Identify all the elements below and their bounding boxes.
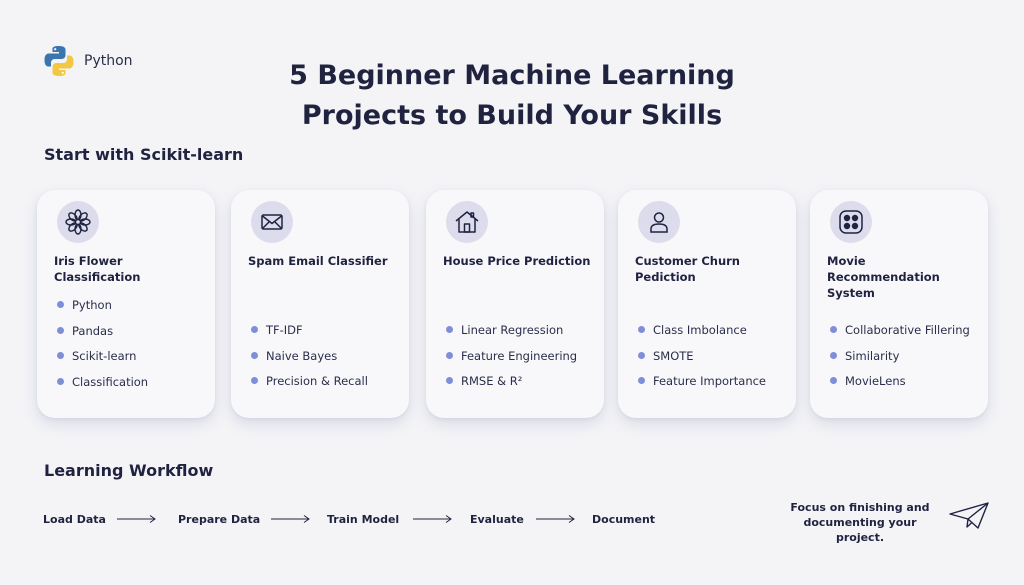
card-title: Iris Flower Classification — [54, 254, 141, 284]
arrow-right-icon — [413, 515, 452, 523]
workflow-step: Load Data — [43, 513, 106, 526]
list-item: SMOTE — [638, 348, 793, 374]
page-title: 5 Beginner Machine Learning Projects to … — [0, 56, 1024, 136]
house-icon — [455, 211, 479, 233]
card-tag-list: Class Imbolance SMOTE Feature Importance — [638, 322, 793, 399]
list-item: Scikit-learn — [57, 348, 212, 374]
card-title: House Price Prediction — [443, 254, 591, 268]
workflow-step: Train Model — [327, 513, 400, 526]
list-item: Feature Engineering — [446, 348, 601, 374]
card-spam: Spam Email Classifier TF-IDF Naive Bayes… — [231, 190, 409, 418]
workflow-step: Prepare Data — [178, 513, 261, 526]
card-churn: Customer Churn Pediction Class Imbolance… — [618, 190, 796, 418]
section-heading-workflow: Learning Workflow — [44, 461, 214, 480]
flower-icon — [65, 209, 91, 235]
card-tag-list: TF-IDF Naive Bayes Precision & Recall — [251, 322, 406, 399]
card-tag-list: Linear Regression Feature Engineering RM… — [446, 322, 601, 399]
card-title: Customer Churn Pediction — [635, 254, 740, 284]
card-iris: Iris Flower Classification Python Pandas… — [37, 190, 215, 418]
envelope-icon — [261, 214, 283, 230]
section-heading-start: Start with Scikit-learn — [44, 145, 244, 164]
tip-note: Focus on finishing and documenting your … — [790, 501, 930, 544]
list-item: Linear Regression — [446, 322, 601, 348]
grid-icon — [839, 210, 863, 234]
arrow-right-icon — [117, 515, 156, 523]
list-item: Collaborative Fillering — [830, 322, 985, 348]
list-item: TF-IDF — [251, 322, 406, 348]
card-title: Movie Recommendation System — [827, 254, 940, 300]
workflow-step: Document — [592, 513, 656, 526]
card-house: House Price Prediction Linear Regression… — [426, 190, 604, 418]
arrow-right-icon — [536, 515, 575, 523]
list-item: Precision & Recall — [251, 373, 406, 399]
list-item: Naive Bayes — [251, 348, 406, 374]
user-icon — [650, 212, 668, 233]
card-tag-list: Python Pandas Scikit-learn Classificatio… — [57, 297, 212, 399]
list-item: Python — [57, 297, 212, 323]
logo-text: Python — [84, 53, 133, 69]
card-tag-list: Collaborative Fillering Similarity Movie… — [830, 322, 985, 399]
arrow-right-icon — [271, 515, 310, 523]
list-item: RMSE & R² — [446, 373, 601, 399]
workflow-step: Evaluate — [470, 513, 524, 526]
list-item: Similarity — [830, 348, 985, 374]
list-item: Classification — [57, 374, 212, 400]
list-item: Pandas — [57, 323, 212, 349]
paper-plane-icon — [949, 502, 989, 529]
title-line-1: 5 Beginner Machine Learning — [289, 60, 735, 91]
list-item: Class Imbolance — [638, 322, 793, 348]
list-item: Feature Importance — [638, 373, 793, 399]
card-movie: Movie Recommendation System Collaborativ… — [810, 190, 988, 418]
card-title: Spam Email Classifier — [248, 254, 388, 268]
python-logo-icon — [44, 46, 74, 76]
list-item: MovieLens — [830, 373, 985, 399]
title-line-2: Projects to Build Your Skills — [301, 100, 723, 131]
python-logo: Python — [42, 44, 133, 78]
